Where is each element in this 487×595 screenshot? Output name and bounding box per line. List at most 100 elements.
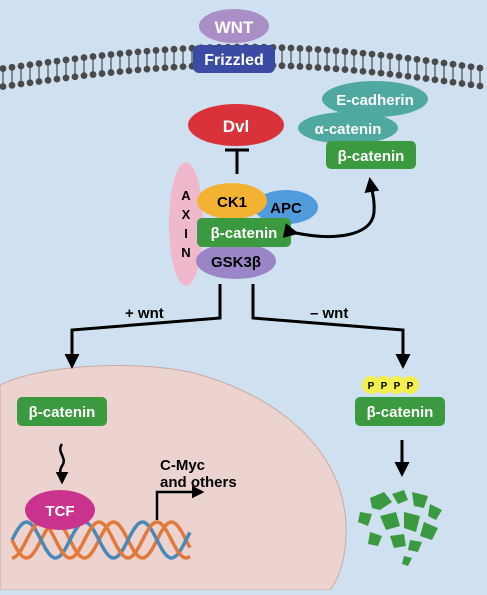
- lipid-head: [98, 70, 106, 77]
- lipid-head: [80, 54, 88, 62]
- lipid-head: [395, 71, 403, 79]
- lipid-head: [476, 82, 484, 90]
- lipid-head: [44, 58, 52, 66]
- lipid-head: [107, 69, 115, 76]
- axin-letter: X: [182, 207, 191, 222]
- lipid-head: [422, 75, 430, 82]
- lipid-head: [386, 70, 394, 78]
- lipid-head: [287, 62, 295, 70]
- lipid-head: [341, 48, 349, 55]
- lipid-head: [404, 54, 412, 62]
- lipid-head: [287, 44, 295, 52]
- lipid-head: [0, 83, 7, 90]
- lipid-head: [323, 46, 331, 54]
- lipid-head: [44, 76, 52, 84]
- lipid-head: [458, 62, 466, 69]
- lipid-head: [413, 55, 421, 63]
- lipid-head: [17, 80, 25, 88]
- phosphate-label: P: [407, 381, 414, 392]
- lipid-head: [368, 50, 376, 58]
- lipid-head: [80, 72, 88, 80]
- apc-label: APC: [270, 200, 302, 217]
- lipid-head: [305, 63, 313, 71]
- minus-wnt-pathway-line: [251, 284, 411, 369]
- lipid-head: [278, 62, 286, 70]
- lipid-head: [161, 64, 169, 72]
- gsk3b-protein: GSK3β: [196, 243, 276, 279]
- lipid-head: [332, 47, 340, 55]
- lipid-head: [413, 73, 421, 81]
- lipid-head: [161, 46, 169, 54]
- phosphate-groups: P P P P: [362, 376, 419, 394]
- lipid-head: [62, 74, 70, 82]
- wnt-ligand: WNT: [199, 9, 269, 43]
- dna-strand: [10, 520, 192, 560]
- translocation-arrow: [55, 443, 69, 485]
- dvl-protein: Dvl: [188, 104, 284, 146]
- lipid-head: [53, 57, 61, 65]
- lipid-head: [431, 58, 439, 66]
- phosphate-label: P: [381, 381, 388, 392]
- lipid-head: [332, 65, 340, 73]
- beta-catenin-phosphorylated: β-catenin: [355, 397, 445, 426]
- frizzled-receptor: Frizzled: [193, 45, 275, 73]
- lipid-head: [143, 65, 151, 73]
- lipid-head: [98, 52, 106, 59]
- ecadherin-label: E-cadherin: [336, 92, 414, 109]
- lipid-head: [467, 63, 475, 71]
- lipid-head: [53, 75, 61, 83]
- target-genes-label-line2: and others: [160, 474, 237, 491]
- lipid-head: [359, 49, 367, 57]
- lipid-head: [296, 45, 304, 52]
- wnt-label: WNT: [215, 18, 254, 37]
- beta-catenin-label: β-catenin: [29, 404, 96, 421]
- lipid-head: [467, 81, 475, 89]
- lipid-head: [449, 60, 457, 68]
- lipid-head: [107, 51, 115, 58]
- lipid-head: [359, 67, 367, 75]
- lipid-head: [152, 65, 160, 72]
- plus-wnt-label: + wnt: [125, 305, 164, 322]
- dvl-inhibition-arrow: [225, 148, 249, 174]
- plus-wnt-pathway-line: [64, 284, 222, 369]
- dvl-label: Dvl: [223, 117, 249, 136]
- lipid-head: [458, 80, 466, 87]
- lipid-head: [8, 81, 16, 89]
- lipid-head: [377, 69, 385, 77]
- lipid-head: [89, 53, 97, 60]
- lipid-head: [404, 72, 412, 80]
- beta-catenin-complex: β-catenin: [197, 218, 291, 247]
- lipid-head: [0, 65, 7, 72]
- beta-catenin-label: β-catenin: [338, 148, 405, 165]
- lipid-head: [395, 53, 403, 61]
- beta-catenin-membrane: β-catenin: [326, 141, 416, 169]
- lipid-head: [125, 49, 133, 57]
- lipid-head: [179, 45, 187, 53]
- alpha-catenin-label: α-catenin: [315, 121, 382, 138]
- exchange-arrow: [282, 177, 380, 238]
- axin-letter: N: [181, 245, 190, 260]
- lipid-head: [476, 64, 484, 72]
- lipid-head: [314, 64, 322, 71]
- lipid-head: [71, 73, 79, 81]
- lipid-head: [386, 52, 394, 60]
- beta-catenin-nuclear: β-catenin: [17, 397, 107, 426]
- beta-catenin-label: β-catenin: [211, 225, 278, 242]
- ck1-label: CK1: [217, 194, 247, 211]
- e-cadherin: E-cadherin: [322, 81, 428, 117]
- minus-wnt-label: – wnt: [310, 305, 348, 322]
- lipid-head: [134, 66, 142, 74]
- lipid-head: [8, 63, 16, 71]
- lipid-head: [170, 63, 178, 71]
- lipid-head: [350, 66, 358, 74]
- lipid-head: [377, 51, 385, 59]
- lipid-head: [26, 79, 34, 87]
- phosphate-label: P: [394, 381, 401, 392]
- ck1-protein: CK1: [197, 183, 267, 219]
- tcf-label: TCF: [45, 503, 74, 520]
- degraded-beta-catenin: [358, 490, 442, 566]
- lipid-head: [152, 47, 160, 54]
- lipid-head: [179, 63, 187, 71]
- lipid-head: [305, 45, 313, 53]
